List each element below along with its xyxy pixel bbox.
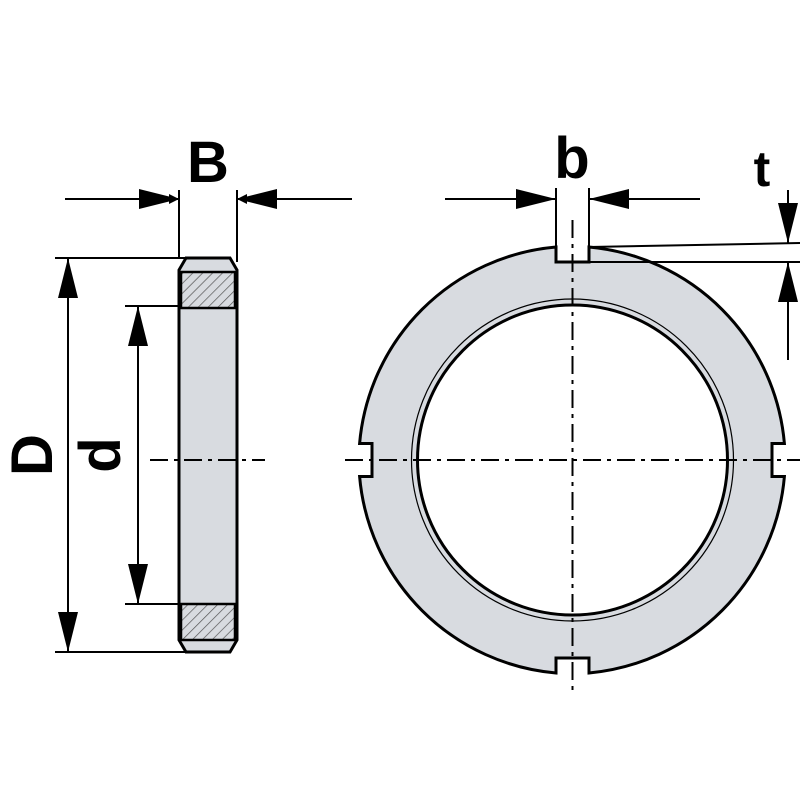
dimension-b: b: [445, 126, 700, 262]
side-view-bottom-section: [179, 602, 237, 642]
dimension-d: d: [68, 305, 181, 605]
front-view: [345, 220, 800, 690]
label-d: d: [68, 437, 133, 472]
dimension-B: B: [65, 130, 352, 262]
label-B: B: [187, 130, 229, 195]
label-D: D: [0, 434, 65, 476]
label-b: b: [554, 126, 589, 191]
side-view-top-section: [179, 270, 237, 310]
dimension-t: t: [588, 141, 800, 360]
dimension-D: D: [0, 257, 186, 653]
label-t: t: [754, 141, 771, 197]
side-view-body: [177, 256, 239, 654]
side-view: [150, 256, 265, 654]
front-view-ring: [357, 245, 787, 675]
